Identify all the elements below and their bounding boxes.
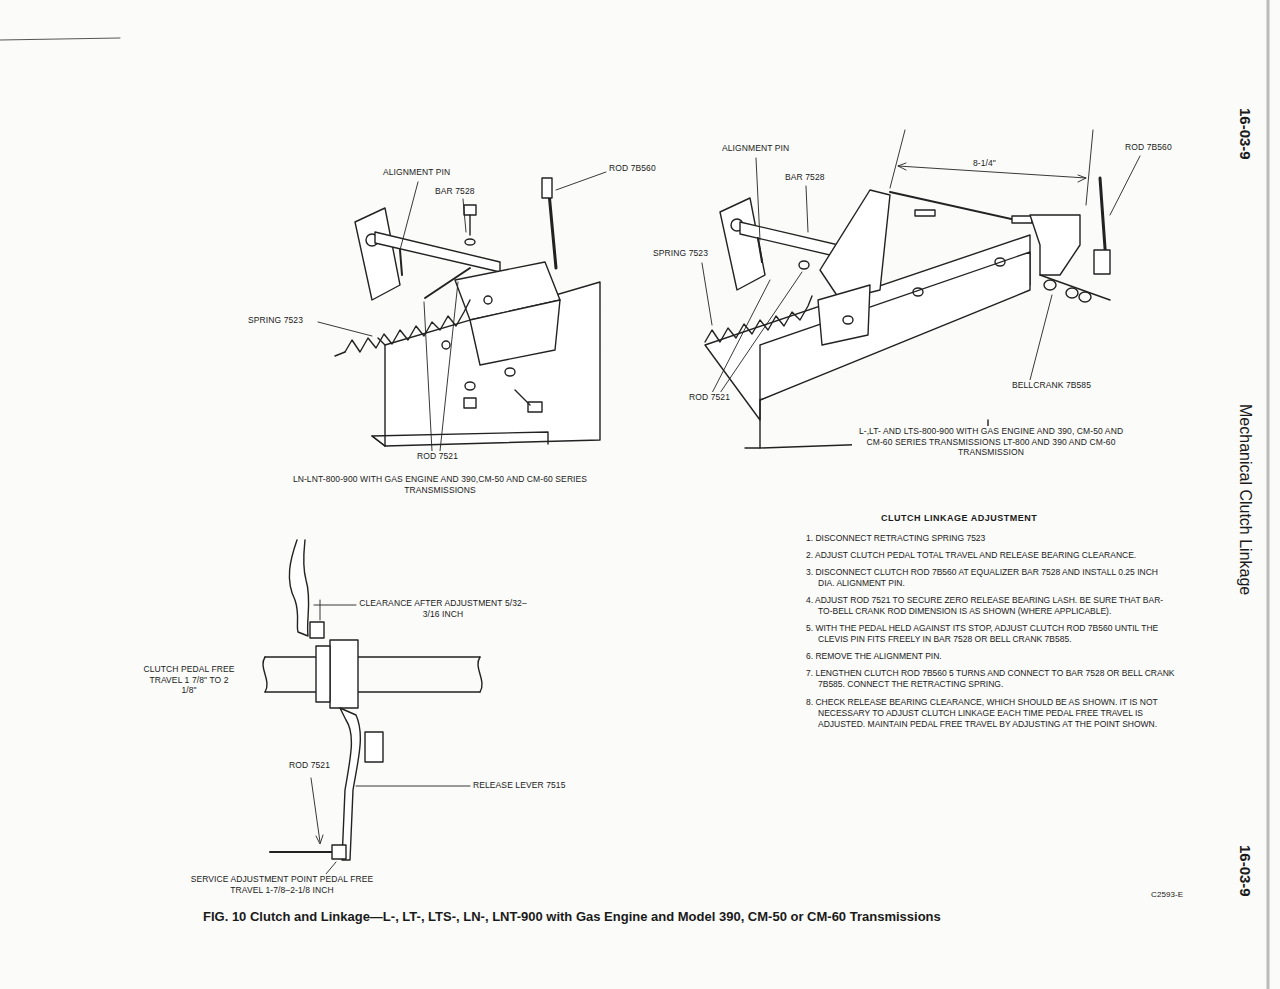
part-label: BAR 7528 <box>434 186 476 197</box>
procedure-step: 4. ADJUST ROD 7521 TO SECURE ZERO RELEAS… <box>806 595 1176 617</box>
part-label: L-,LT- AND LTS-800-900 WITH GAS ENGINE A… <box>852 426 1130 458</box>
part-label: ALIGNMENT PIN <box>382 167 451 178</box>
part-label: BELLCRANK 7B585 <box>1011 380 1092 391</box>
procedure-step: 2. ADJUST CLUTCH PEDAL TOTAL TRAVEL AND … <box>806 550 1176 561</box>
part-label: ROD 7521 <box>288 760 331 771</box>
part-label: SPRING 7523 <box>652 248 709 259</box>
procedure-step: 1. DISCONNECT RETRACTING SPRING 7523 <box>806 533 1176 544</box>
adjustment-steps: 1. DISCONNECT RETRACTING SPRING 7523 2. A… <box>806 533 1176 736</box>
part-label: SPRING 7523 <box>247 315 304 326</box>
part-label: ROD 7521 <box>416 451 459 462</box>
part-label: C2593-E <box>1150 890 1184 900</box>
figure-caption: FIG. 10 Clutch and Linkage—L-, LT-, LTS-… <box>203 909 1015 926</box>
page-number: 16-03-9 <box>1237 845 1254 897</box>
part-label: ALIGNMENT PIN <box>721 143 790 154</box>
part-label: ROD 7521 <box>688 392 731 403</box>
part-label: SERVICE ADJUSTMENT POINT PEDAL FREE TRAV… <box>176 874 388 895</box>
part-label: ROD 7B560 <box>1124 142 1173 153</box>
part-label: RELEASE LEVER 7515 <box>472 780 567 791</box>
part-label: CLUTCH PEDAL FREE TRAVEL 1 7/8" TO 2 1/8… <box>140 664 238 696</box>
part-label: ROD 7B560 <box>608 163 657 174</box>
page-number: 16-03-9 <box>1237 108 1254 160</box>
running-head: Mechanical Clutch Linkage <box>1236 404 1254 595</box>
part-label: BAR 7528 <box>784 172 826 183</box>
procedure-step: 8. CHECK RELEASE BEARING CLEARANCE, WHIC… <box>806 697 1176 730</box>
procedure-step: 3. DISCONNECT CLUTCH ROD 7B560 AT EQUALI… <box>806 567 1176 589</box>
part-label: CLEARANCE AFTER ADJUSTMENT 5/32–3/16 INC… <box>358 598 528 619</box>
procedure-step: 7. LENGTHEN CLUTCH ROD 7B560 5 TURNS AND… <box>806 668 1176 690</box>
part-label: 8-1/4" <box>972 158 997 169</box>
procedure-step: 6. REMOVE THE ALIGNMENT PIN. <box>806 651 1176 662</box>
section-heading: CLUTCH LINKAGE ADJUSTMENT <box>880 513 1038 524</box>
procedure-step: 5. WITH THE PEDAL HELD AGAINST ITS STOP,… <box>806 623 1176 645</box>
part-label: LN-LNT-800-900 WITH GAS ENGINE AND 390,C… <box>278 474 602 495</box>
